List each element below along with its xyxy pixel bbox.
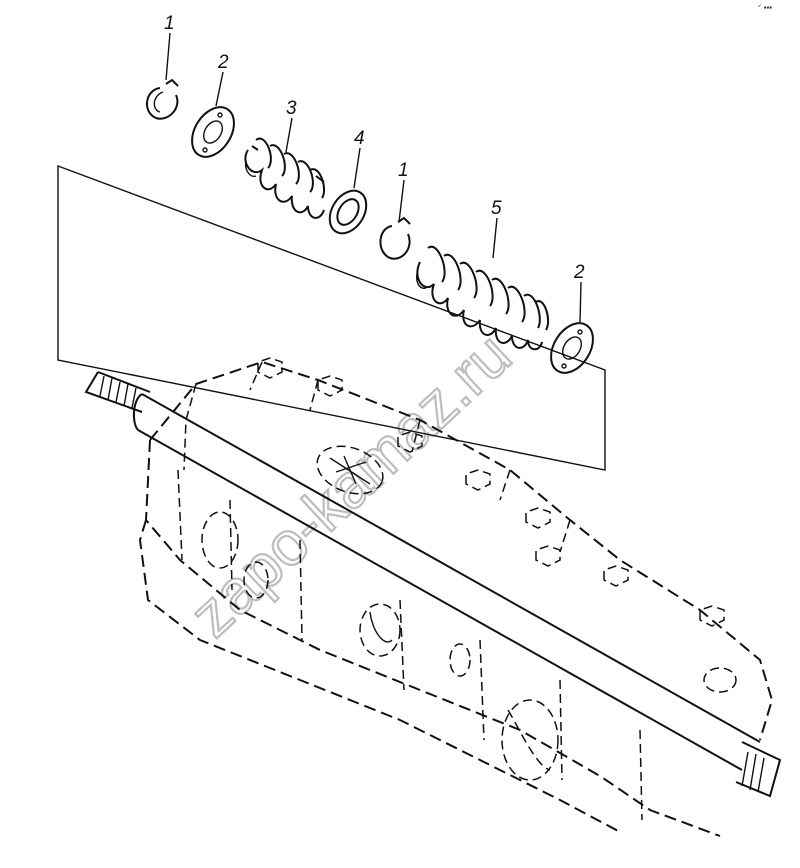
label-2-top: 2 <box>217 52 229 73</box>
washer-part-2-top <box>191 106 235 158</box>
washer-part-4 <box>328 189 368 235</box>
circlip-part-1-mid <box>379 216 411 260</box>
callout-numbers: 1 2 3 4 1 5 2 <box>164 13 585 283</box>
label-5: 5 <box>491 198 502 219</box>
label-4: 4 <box>354 128 365 149</box>
spring-part-3 <box>244 137 326 219</box>
label-1-mid: 1 <box>398 160 409 181</box>
housing-bolts <box>257 357 725 627</box>
explode-boundary-frame <box>57 164 606 471</box>
circlip-part-1-top <box>146 78 179 120</box>
corner-mark: ᐟ ▪▪▪ <box>758 3 772 12</box>
leader-lines <box>165 32 582 323</box>
spring-part-5 <box>416 245 550 351</box>
watermark-text: zapo-kamaz.ru <box>177 320 524 650</box>
washer-part-2-right <box>550 322 594 374</box>
label-3: 3 <box>286 98 297 119</box>
label-1-top: 1 <box>164 13 175 34</box>
shift-rod-shaft <box>84 371 782 798</box>
housing-bores <box>201 445 737 781</box>
label-2-right: 2 <box>573 262 585 283</box>
gearbox-cover-housing <box>138 357 774 837</box>
